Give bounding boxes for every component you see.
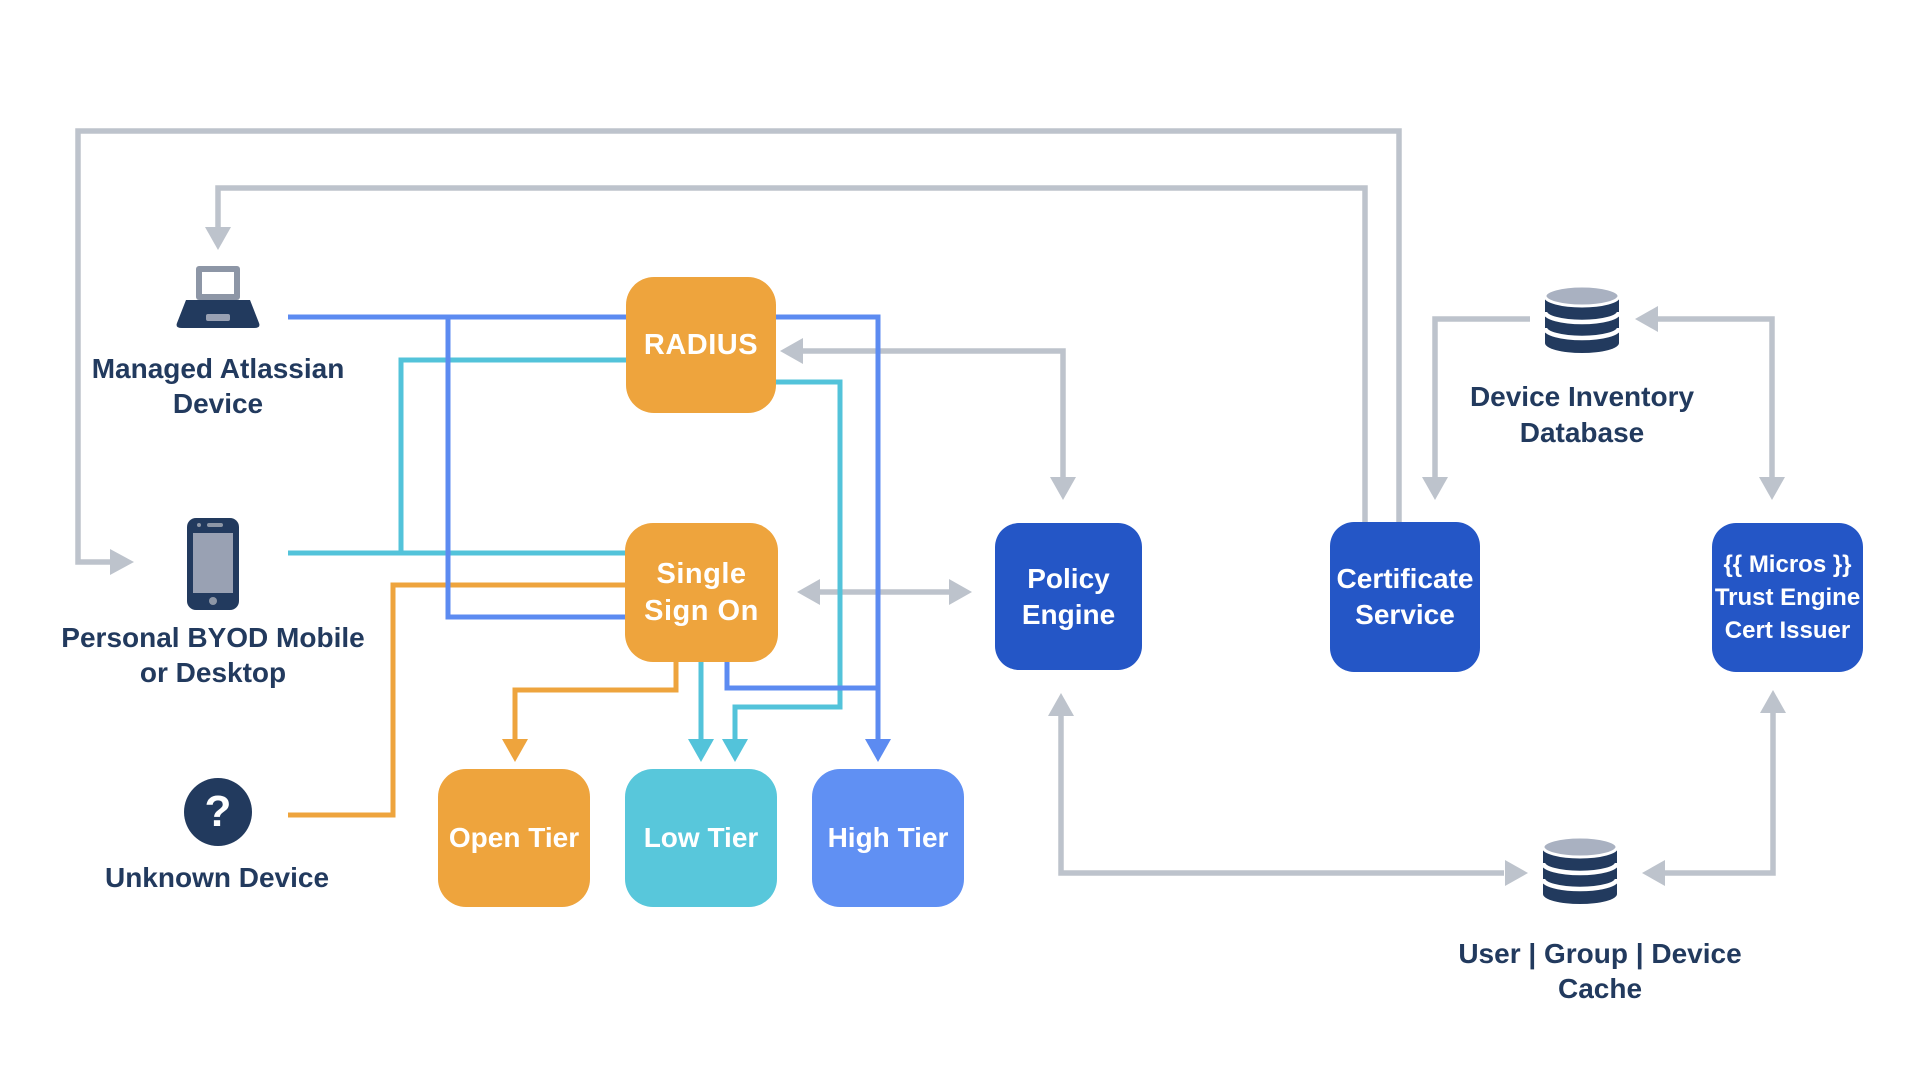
arrow-down-icon: [865, 739, 891, 762]
arrow-left-icon: [1642, 860, 1665, 886]
edge-radius-to-high-tier: [775, 314, 891, 762]
byod-device-label: Personal BYOD Mobile or Desktop: [61, 622, 365, 688]
arrow-down-icon: [1759, 477, 1785, 500]
edge-sso-to-low-tier: [688, 660, 714, 762]
edge-radius-policy: [780, 338, 1076, 500]
edge-byod-to-radius: [398, 357, 627, 553]
policy-engine-node: Policy Engine: [995, 523, 1142, 670]
edge-trust-inventory: [1635, 306, 1785, 500]
database-icon: [1542, 284, 1622, 353]
edge-unknown-to-sso: [288, 582, 627, 818]
edge-sso-to-open-tier: [502, 660, 679, 762]
edge-cache-trust: [1642, 690, 1786, 886]
arrow-down-icon: [722, 739, 748, 762]
certificate-service-node: Certificate Service: [1330, 522, 1480, 672]
edge-cert-to-byod: [75, 128, 1402, 575]
edge-sso-to-high-tier: [724, 660, 878, 691]
arrow-right-icon: [1505, 860, 1528, 886]
arrow-up-icon: [1760, 690, 1786, 713]
arrow-left-icon: [1635, 306, 1658, 332]
managed-device-label: Managed Atlassian Device: [91, 353, 345, 419]
arrow-down-icon: [1050, 477, 1076, 500]
edge-sso-policy: [797, 579, 972, 605]
single-sign-on-node: Single Sign On: [625, 523, 778, 662]
edge-cert-to-managed-device: [205, 185, 1368, 522]
edge-inventory-cert: [1422, 316, 1530, 500]
mobile-phone-icon: [187, 518, 239, 610]
radius-node: RADIUS: [626, 277, 776, 413]
arrow-left-icon: [780, 338, 803, 364]
high-tier-node: High Tier: [812, 769, 964, 907]
laptop-icon: [176, 266, 260, 328]
unknown-device-label: Unknown Device: [104, 862, 330, 893]
arrow-up-icon: [1048, 693, 1074, 716]
arrow-down-icon: [205, 227, 231, 250]
database-icon: [1540, 835, 1620, 904]
user-group-device-cache-label: User | Group | Device Cache: [1458, 938, 1742, 1004]
edge-managed-to-sso: [445, 317, 627, 620]
device-inventory-database-label: Device Inventory Database: [1469, 381, 1695, 448]
edge-radius-to-low-tier: [722, 379, 843, 762]
arrow-down-icon: [502, 739, 528, 762]
arrow-left-icon: [797, 579, 820, 605]
open-tier-node: Open Tier: [438, 769, 590, 907]
arrow-down-icon: [1422, 477, 1448, 500]
arrow-right-icon: [949, 579, 972, 605]
edge-policy-cache: [1048, 693, 1528, 886]
low-tier-node: Low Tier: [625, 769, 777, 907]
trust-engine-node: {{ Micros }} Trust Engine Cert Issuer: [1712, 523, 1863, 672]
arrow-down-icon: [688, 739, 714, 762]
arrow-right-icon: [110, 549, 134, 575]
question-mark-icon: ?: [184, 778, 252, 846]
